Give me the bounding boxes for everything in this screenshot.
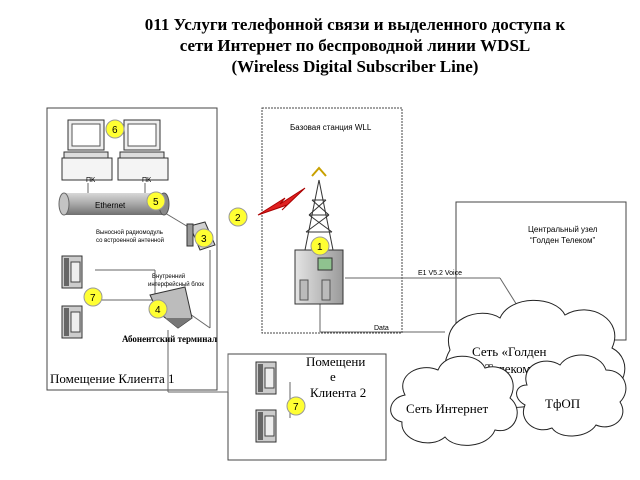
title-line-2: сети Интернет по беспроводной линии WDSL (179, 36, 531, 55)
badge-6: 6 (105, 119, 125, 139)
radio-module-label-2: со встроенной антенной (96, 237, 164, 244)
svg-text:4: 4 (155, 305, 161, 316)
pc-label-right: ПК (142, 177, 152, 184)
phone-icon (61, 255, 83, 289)
svg-text:1: 1 (317, 242, 323, 253)
radio-link-lightning-icon (257, 187, 306, 216)
client2-room-label-1: Помещени (306, 354, 365, 369)
badge-5: 5 (146, 191, 166, 211)
internal-block-label-1: Внутренний (152, 273, 185, 280)
badge-3: 3 (194, 228, 214, 248)
client2-room-label-3: Клиента 2 (310, 385, 366, 400)
internal-interface-block-icon (149, 286, 193, 329)
base-station-label: Базовая станция WLL (290, 123, 372, 132)
e1-voice-label: E1 V5.2 Voice (418, 270, 462, 277)
pstn-cloud-label: ТфОП (545, 396, 580, 411)
data-link-label: Data (374, 325, 389, 332)
client2-room-label-2: е (330, 369, 336, 384)
phone-icon (61, 305, 83, 339)
svg-text:3: 3 (201, 234, 207, 245)
internet-cloud (390, 355, 518, 446)
phone-icon (255, 361, 277, 395)
client2-room-frame (227, 353, 387, 461)
title-line-3: (Wireless Digital Subscriber Line) (231, 57, 479, 76)
pstn-cloud (516, 354, 627, 437)
badge-4: 4 (148, 299, 168, 319)
badge-2: 2 (228, 207, 248, 227)
client1-room-frame (46, 107, 218, 391)
slide-title: 011 Услуги телефонной связи и выделенног… (70, 14, 640, 77)
internet-cloud-label: Сеть Интернет (406, 401, 488, 416)
pc-left (61, 119, 113, 181)
pc-label-left: ПК (86, 177, 96, 184)
svg-text:2: 2 (235, 213, 241, 224)
pc-right (117, 119, 169, 181)
badge-7-client2: 7 (286, 396, 306, 416)
client1-room-label: Помещение Клиента 1 (50, 371, 175, 386)
radio-module-label-1: Выносной радиомодуль (96, 229, 163, 236)
internal-block-label-2: интерфейсный блок (148, 281, 204, 288)
svg-text:7: 7 (293, 402, 299, 413)
badge-7-client1: 7 (83, 287, 103, 307)
base-station-frame (261, 107, 403, 334)
central-node-label-2: “Голден Телеком” (530, 236, 595, 245)
title-line-1: 011 Услуги телефонной связи и выделенног… (144, 15, 566, 34)
antenna-tower-icon (304, 166, 334, 251)
svg-text:7: 7 (90, 293, 96, 304)
base-station-cabinet-icon (294, 249, 344, 305)
phone-icon (255, 409, 277, 443)
ethernet-cable (58, 192, 170, 216)
ethernet-label: Ethernet (95, 201, 126, 210)
central-node-label-1: Центральный узел (528, 225, 598, 234)
terminal-label: Абонентский терминал (122, 334, 217, 344)
svg-text:5: 5 (153, 197, 159, 208)
golden-cloud-label-1: Сеть «Голден (472, 344, 547, 359)
badge-1: 1 (310, 236, 330, 256)
svg-text:6: 6 (112, 125, 118, 136)
